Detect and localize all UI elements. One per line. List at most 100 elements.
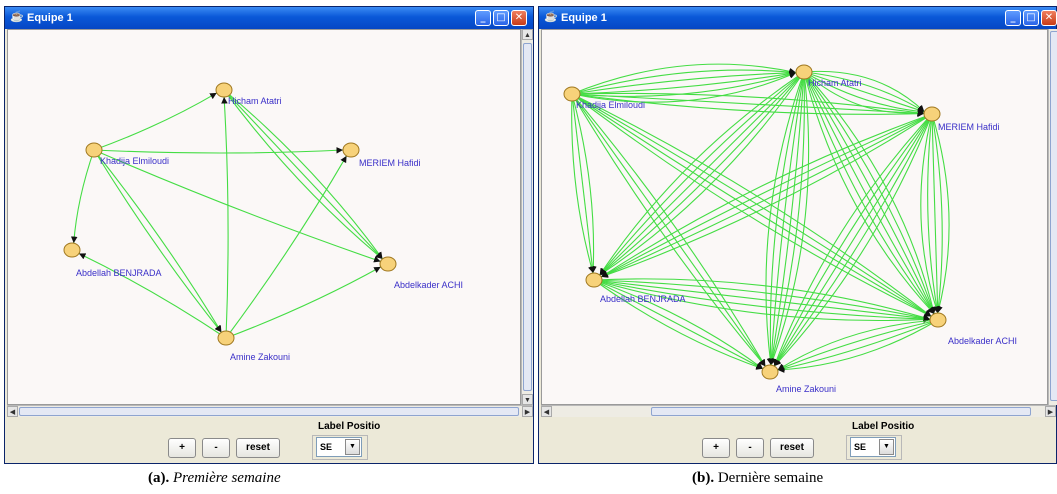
- reset-button[interactable]: reset: [236, 438, 280, 458]
- node-circle[interactable]: [217, 330, 235, 346]
- graph-edge: [773, 113, 933, 367]
- graph-edge: [571, 93, 597, 274]
- graph-edge: [93, 149, 222, 333]
- graph-edge: [571, 93, 932, 317]
- graph-node[interactable]: Abdelkader ACHI: [929, 312, 1017, 346]
- maximize-icon[interactable]: □: [1023, 10, 1039, 26]
- node-circle[interactable]: [342, 142, 360, 158]
- graph-edge: [777, 319, 939, 372]
- scroll-left-arrow-icon[interactable]: ◀: [7, 406, 18, 417]
- graph-edge: [931, 113, 941, 314]
- title-bar[interactable]: ☕ Equipe 1 _ □ ✕: [539, 7, 1057, 29]
- graph-edge: [599, 71, 805, 276]
- close-icon[interactable]: ✕: [1041, 10, 1057, 26]
- horizontal-scrollbar[interactable]: ◀ ▶: [541, 405, 1056, 417]
- dropdown-arrow-icon[interactable]: ▼: [879, 439, 894, 455]
- graph-edge: [931, 113, 943, 314]
- node-circle[interactable]: [63, 242, 81, 258]
- node-circle[interactable]: [215, 82, 233, 98]
- scroll-up-arrow-icon[interactable]: ▲: [522, 29, 533, 40]
- graph-edge: [777, 319, 939, 371]
- zoom-out-button[interactable]: -: [736, 438, 764, 458]
- node-circle[interactable]: [563, 86, 581, 102]
- graph-edge: [571, 93, 766, 367]
- graph-edge: [803, 71, 935, 315]
- graph-edge: [571, 63, 797, 95]
- scroll-right-arrow-icon[interactable]: ▶: [1045, 406, 1056, 417]
- minimize-icon[interactable]: _: [475, 10, 491, 26]
- scroll-left-arrow-icon[interactable]: ◀: [541, 406, 552, 417]
- graph-node[interactable]: Abdellah BENJRADA: [585, 272, 686, 304]
- label-position-select[interactable]: SE ▼: [850, 437, 896, 457]
- graph-node[interactable]: Amine Zakouni: [761, 364, 836, 394]
- minimize-icon[interactable]: _: [1005, 10, 1021, 26]
- scroll-down-arrow-icon[interactable]: ▼: [522, 394, 533, 405]
- controls-panel: + - reset Label Positio SE ▼: [5, 417, 533, 463]
- horizontal-scroll-thumb[interactable]: [651, 407, 1031, 416]
- graph-edge: [803, 71, 935, 315]
- graph-edge: [803, 71, 925, 113]
- label-position-select[interactable]: SE ▼: [316, 437, 362, 457]
- graph-edge: [78, 252, 227, 339]
- vertical-scroll-thumb[interactable]: [1050, 31, 1057, 401]
- vertical-scrollbar[interactable]: ▲ ▼: [521, 29, 533, 405]
- graph-edge: [777, 319, 939, 371]
- caption-b: (b). Dernière semaine: [692, 470, 823, 487]
- title-bar[interactable]: ☕ Equipe 1 _ □ ✕: [5, 7, 533, 29]
- maximize-icon[interactable]: □: [493, 10, 509, 26]
- graph-node[interactable]: Abdellah BENJRADA: [63, 242, 162, 278]
- graph-node[interactable]: Hicham Atatri: [215, 82, 282, 106]
- node-circle[interactable]: [929, 312, 947, 328]
- node-label: MERIEM Hafidi: [938, 122, 1000, 132]
- graph-edge: [593, 279, 764, 370]
- node-circle[interactable]: [585, 272, 603, 288]
- node-circle[interactable]: [379, 256, 397, 272]
- graph-node[interactable]: Abdelkader ACHI: [379, 256, 463, 290]
- graph-edge: [571, 93, 766, 367]
- graph-edge: [593, 279, 931, 323]
- node-circle[interactable]: [85, 142, 103, 158]
- graph-node[interactable]: Khadija Elmiloudi: [85, 142, 169, 166]
- graph-edge: [571, 93, 925, 118]
- window-title: Equipe 1: [561, 12, 607, 24]
- graph-edge: [803, 71, 936, 315]
- graph-edge: [571, 93, 932, 317]
- node-circle[interactable]: [761, 364, 779, 380]
- app-icon: ☕: [10, 11, 24, 23]
- node-circle[interactable]: [923, 106, 941, 122]
- graph-edge: [571, 93, 595, 274]
- graph-edge: [571, 93, 932, 317]
- graph-edge: [225, 155, 348, 339]
- window-title: Equipe 1: [27, 12, 73, 24]
- graph-node[interactable]: Amine Zakouni: [217, 330, 290, 362]
- node-label: Hicham Atatri: [228, 96, 282, 106]
- node-label: Abdelkader ACHI: [394, 280, 463, 290]
- label-position-group: [312, 435, 368, 460]
- graph-edge: [225, 266, 381, 339]
- graph-edge: [769, 71, 805, 366]
- zoom-in-button[interactable]: +: [168, 438, 196, 458]
- horizontal-scrollbar[interactable]: ◀ ▶: [7, 405, 533, 417]
- graph-window-b: ☕ Equipe 1 _ □ ✕ Khadija Elmiloudi Hicham…: [538, 6, 1057, 464]
- reset-button[interactable]: reset: [770, 438, 814, 458]
- zoom-in-button[interactable]: +: [702, 438, 730, 458]
- horizontal-scroll-thumb[interactable]: [19, 407, 519, 416]
- node-circle[interactable]: [795, 64, 813, 80]
- vertical-scroll-thumb[interactable]: [523, 43, 532, 391]
- graph-edge: [93, 92, 218, 151]
- zoom-out-button[interactable]: -: [202, 438, 230, 458]
- graph-edge: [571, 92, 925, 116]
- close-icon[interactable]: ✕: [511, 10, 527, 26]
- scroll-right-arrow-icon[interactable]: ▶: [522, 406, 533, 417]
- dropdown-arrow-icon[interactable]: ▼: [345, 439, 360, 455]
- graph-node[interactable]: MERIEM Hafidi: [923, 106, 1000, 132]
- caption-tag: (b).: [692, 470, 715, 486]
- graph-node[interactable]: MERIEM Hafidi: [342, 142, 421, 168]
- graph-node[interactable]: Khadija Elmiloudi: [563, 86, 645, 110]
- graph-node[interactable]: Hicham Atatri: [795, 64, 862, 88]
- vertical-scrollbar[interactable]: [1048, 29, 1057, 405]
